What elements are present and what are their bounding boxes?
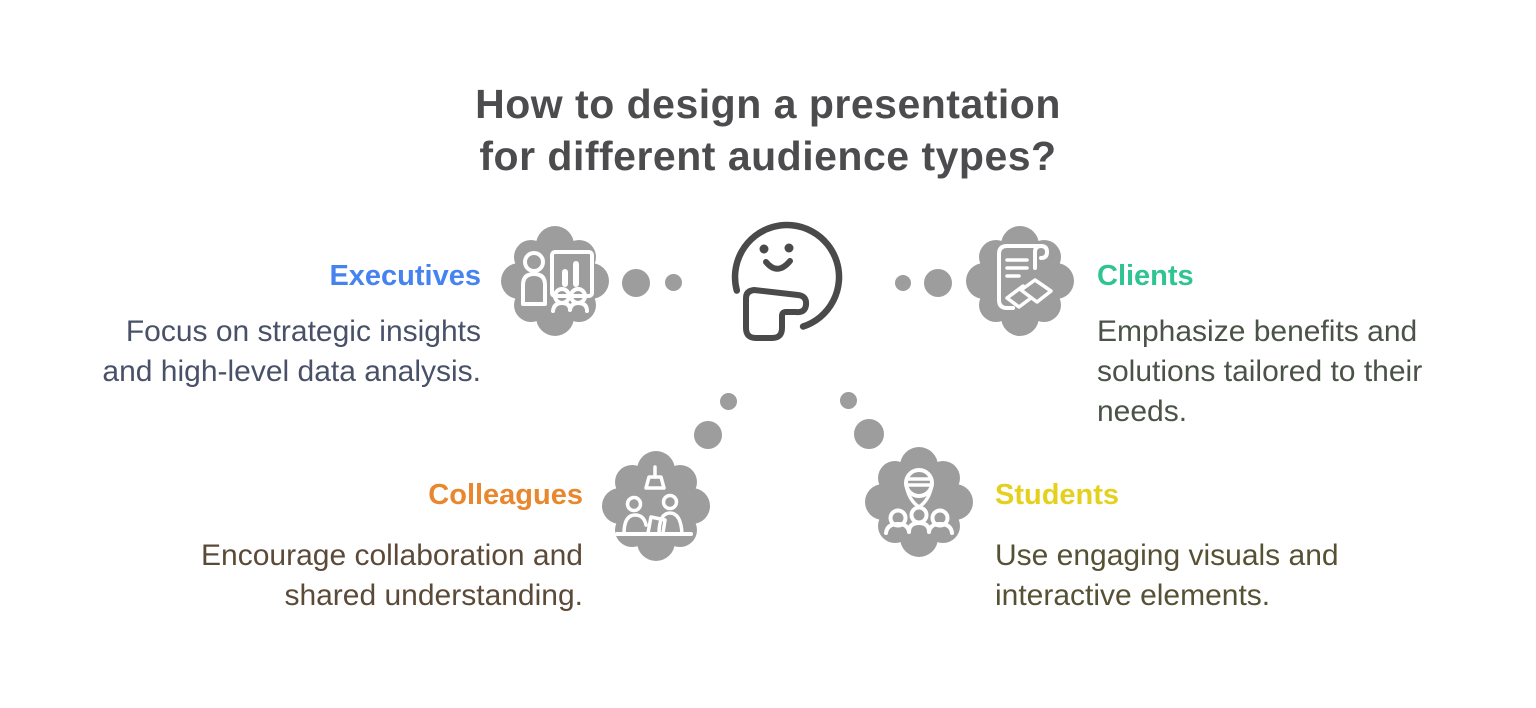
description-line: Focus on strategic insights (125, 315, 481, 348)
clients-description: Emphasize benefits and solutions tailore… (1097, 312, 1497, 432)
thought-trail-dot (717, 390, 740, 413)
students-thought-bubble (860, 442, 978, 562)
team-desk-icon (615, 465, 693, 536)
colleagues-thought-bubble (597, 446, 715, 566)
description-line: solutions tailored to their (1097, 355, 1423, 388)
colleagues-description: Encourage collaboration and shared under… (143, 536, 583, 616)
description-line: interactive elements. (995, 579, 1271, 612)
description-line: Emphasize benefits and (1097, 315, 1418, 348)
thought-trail-dot (691, 418, 725, 452)
page-title-line2: for different audience types? (479, 133, 1057, 179)
thought-trail-dot (619, 266, 653, 300)
face-right-eye (784, 243, 794, 253)
contract-handshake-icon (997, 244, 1053, 310)
executives-label: Executives (329, 260, 481, 292)
description-line: needs. (1097, 395, 1188, 428)
thought-trail-dot (837, 389, 860, 412)
page-title-line1: How to design a presentation (475, 81, 1061, 127)
colleagues-label: Colleagues (428, 479, 583, 511)
thought-trail-dot (921, 266, 955, 300)
clients-label: Clients (1097, 260, 1194, 292)
presentation-chart-icon (521, 250, 594, 313)
face-left-eye (759, 244, 769, 254)
clients-thought-bubble (961, 221, 1079, 341)
executives-description: Focus on strategic insights and high-lev… (40, 312, 481, 392)
description-line: shared understanding. (284, 579, 583, 612)
thought-trail-dot (851, 416, 887, 452)
description-line: and high-level data analysis. (102, 355, 481, 388)
thought-trail-dot (662, 271, 685, 294)
microphone-audience-icon (884, 468, 954, 535)
thinking-face-icon (731, 221, 843, 341)
page-title: How to design a presentation for differe… (0, 78, 1536, 182)
description-line: Use engaging visuals and (995, 539, 1339, 572)
thought-trail-dot (892, 272, 914, 294)
face-frown (763, 258, 793, 272)
description-line: Encourage collaboration and (201, 539, 583, 572)
students-description: Use engaging visuals and interactive ele… (995, 536, 1415, 616)
students-label: Students (995, 479, 1120, 511)
executives-thought-bubble (496, 221, 614, 341)
face-hand (743, 287, 810, 341)
